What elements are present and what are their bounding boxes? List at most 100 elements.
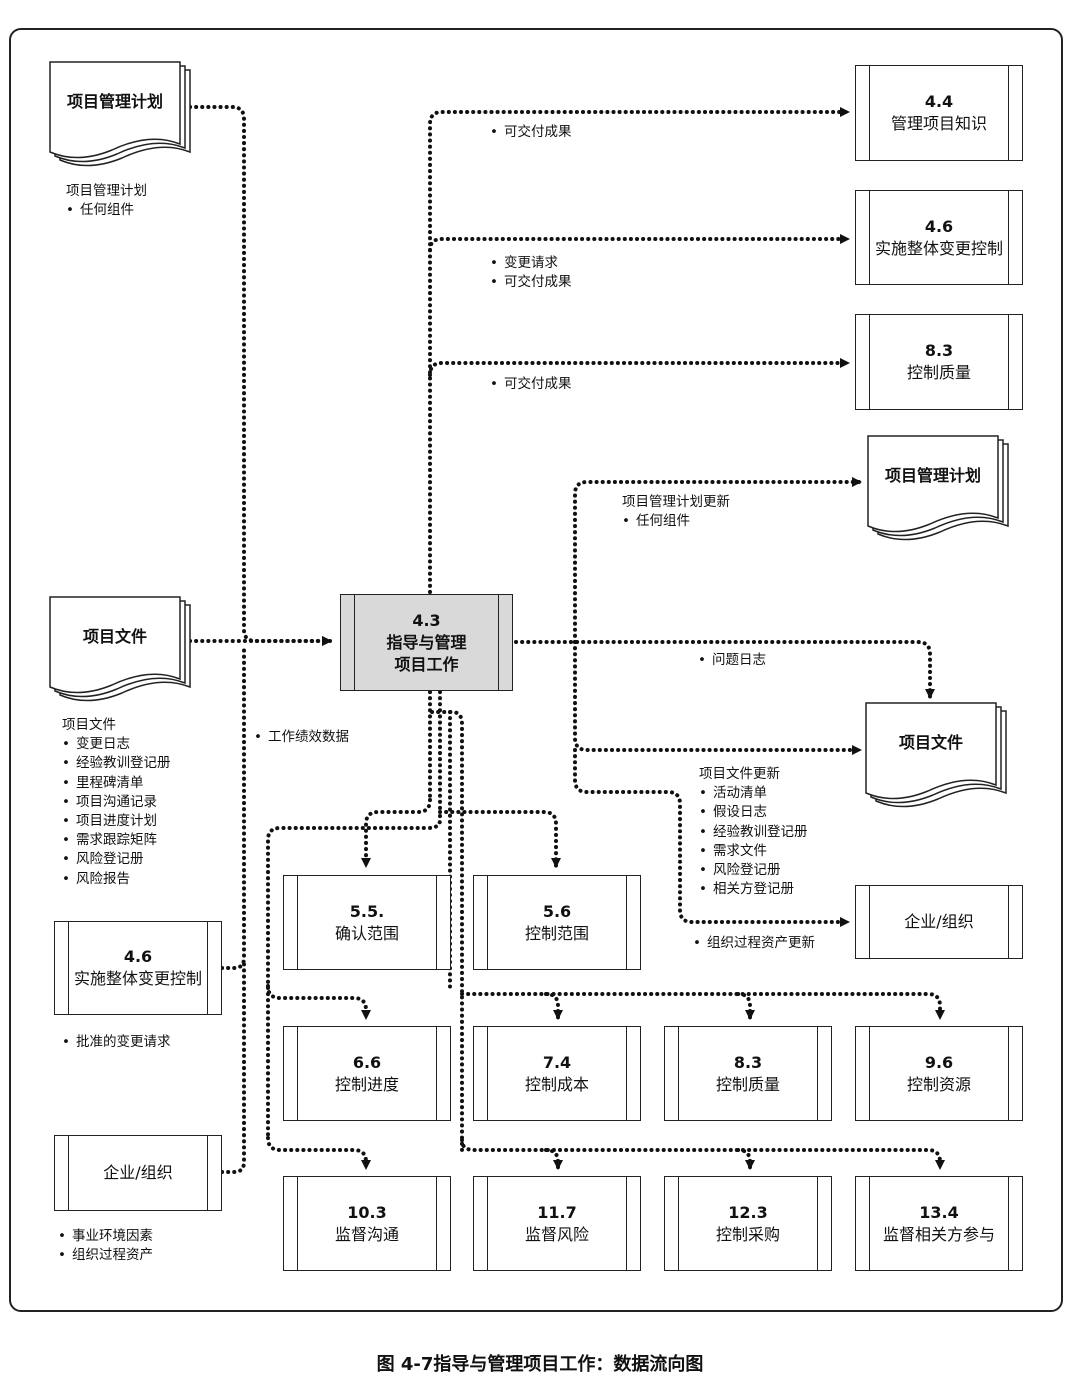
process-number: 5.6 xyxy=(542,901,572,921)
flow-to-kn xyxy=(428,107,850,594)
process-name: 控制质量 xyxy=(715,1074,780,1094)
label-item: 可交付成果 xyxy=(490,123,572,142)
flow-to-ent xyxy=(573,748,850,927)
flow-left-bus xyxy=(266,814,442,1142)
target-process-7-4: 7.4 控制成本 xyxy=(473,1026,641,1121)
label-item: 事业环境因素 xyxy=(58,1227,153,1246)
label-head: 项目文件更新 xyxy=(699,766,780,782)
label-item: 需求文件 xyxy=(699,842,808,861)
doc-title: 项目管理计划 xyxy=(884,465,981,485)
label-pmp-output: 项目管理计划更新 任何组件 xyxy=(622,493,730,531)
process-number: 8.3 xyxy=(924,341,954,360)
label-cq-output: 可交付成果 xyxy=(490,375,572,394)
flow-ent-in xyxy=(220,958,246,1174)
flow-to-11-7 xyxy=(544,1148,563,1170)
flow-to-pmp-doc xyxy=(573,477,862,644)
label-icc-input: 批准的变更请求 xyxy=(62,1033,171,1052)
process-number: 5.5. xyxy=(349,901,385,921)
flow-to-12-3 xyxy=(736,1148,755,1170)
process-name: 控制进度 xyxy=(334,1074,399,1094)
label-item: 项目沟通记录 xyxy=(62,793,171,812)
target-process-6-6: 6.6 控制进度 xyxy=(283,1026,451,1121)
label-item: 变更日志 xyxy=(62,735,171,754)
document-stack-icon xyxy=(867,435,1009,541)
process-name: 控制采购 xyxy=(715,1224,780,1244)
target-process-9-6: 9.6 控制资源 xyxy=(855,1026,1023,1121)
process-name: 实施整体变更控制 xyxy=(874,238,1003,258)
process-name: 控制范围 xyxy=(524,923,589,943)
target-process-8-3: 8.3 控制质量 xyxy=(664,1026,832,1121)
label-item: 组织过程资产 xyxy=(58,1246,153,1265)
doc-title: 项目管理计划 xyxy=(66,91,163,111)
target-process-11-7: 11.7 监督风险 xyxy=(473,1176,641,1271)
document-stack-icon xyxy=(49,596,191,702)
doc-title: 项目文件 xyxy=(898,732,963,752)
process-name: 确认范围 xyxy=(334,923,399,943)
label-item: 可交付成果 xyxy=(490,273,572,292)
flow-to-7-4 xyxy=(544,992,563,1020)
process-name: 管理项目知识 xyxy=(890,114,987,133)
input-pd-document: 项目文件 xyxy=(49,596,191,702)
process-number: 4.3 xyxy=(412,610,441,630)
label-item: 风险报告 xyxy=(62,870,171,889)
label-wpd: 工作绩效数据 xyxy=(254,728,349,747)
flow-icc-in xyxy=(220,648,246,970)
output-pmp-document: 项目管理计划 xyxy=(867,435,1009,541)
process-name: 监督相关方参与 xyxy=(882,1224,995,1244)
flow-bus-d xyxy=(430,710,464,1152)
label-pd-output: 项目文件更新 活动清单 假设日志 经验教训登记册 需求文件 风险登记册 相关方登… xyxy=(699,765,808,899)
flow-pmp-to-center xyxy=(188,105,332,646)
label-item: 假设日志 xyxy=(699,803,808,822)
target-process-10-3: 10.3 监督沟通 xyxy=(283,1176,451,1271)
flow-to-10-3 xyxy=(266,1136,371,1170)
flow-to-cq xyxy=(428,358,850,377)
process-number: 4.6 xyxy=(924,216,954,236)
label-item: 经验教训登记册 xyxy=(699,823,808,842)
process-number: 9.6 xyxy=(924,1052,954,1072)
flow-to-6-6 xyxy=(266,984,371,1020)
label-item: 可交付成果 xyxy=(490,375,572,394)
output-cq-process: 8.3 控制质量 xyxy=(855,314,1023,410)
label-item: 问题日志 xyxy=(698,651,766,670)
process-number: 11.7 xyxy=(537,1202,577,1222)
label-item: 相关方登记册 xyxy=(699,880,808,899)
input-enterprise: 企业/组织 xyxy=(54,1135,222,1211)
label-ent-input: 事业环境因素 组织过程资产 xyxy=(58,1227,153,1265)
document-stack-icon xyxy=(49,61,191,167)
label-item: 任何组件 xyxy=(66,201,147,220)
label-item: 批准的变更请求 xyxy=(62,1033,171,1052)
process-name: 控制质量 xyxy=(906,363,971,382)
label-item: 组织过程资产更新 xyxy=(693,934,815,953)
figure-caption: 图 4-7指导与管理项目工作：数据流向图 xyxy=(376,1354,704,1375)
label-icc-output: 变更请求 可交付成果 xyxy=(490,254,572,292)
label-item: 变更请求 xyxy=(490,254,572,273)
process-number: 4.6 xyxy=(123,947,153,966)
process-name: 控制资源 xyxy=(906,1074,971,1094)
label-item: 活动清单 xyxy=(699,784,808,803)
target-process-5-6: 5.6 控制范围 xyxy=(473,875,641,970)
flow-to-icc xyxy=(428,234,850,252)
output-kn-process: 4.4 管理项目知识 xyxy=(855,65,1023,161)
input-pmp-document: 项目管理计划 xyxy=(49,61,191,167)
process-number: 6.6 xyxy=(352,1052,382,1072)
label-item: 经验教训登记册 xyxy=(62,754,171,773)
target-process-12-3: 12.3 控制采购 xyxy=(664,1176,832,1271)
process-number: 4.4 xyxy=(924,92,954,111)
output-pd-document: 项目文件 xyxy=(865,702,1007,808)
input-icc-process: 4.6 实施整体变更控制 xyxy=(54,921,222,1015)
enterprise-name: 企业/组织 xyxy=(103,1163,173,1182)
label-pmp-input: 项目管理计划 任何组件 xyxy=(66,182,147,220)
process-name: 监督风险 xyxy=(524,1224,589,1244)
output-icc-process: 4.6 实施整体变更控制 xyxy=(855,190,1023,285)
label-ent-output: 组织过程资产更新 xyxy=(693,934,815,953)
output-enterprise: 企业/组织 xyxy=(855,885,1023,959)
label-issue-log: 问题日志 xyxy=(698,651,766,670)
process-name: 控制成本 xyxy=(524,1074,589,1094)
flow-to-5-6 xyxy=(438,810,561,868)
label-item: 工作绩效数据 xyxy=(254,728,349,747)
flow-to-pd-doc xyxy=(573,640,862,755)
process-name-line2: 项目工作 xyxy=(394,654,459,674)
target-process-13-4: 13.4 监督相关方参与 xyxy=(855,1176,1023,1271)
label-kn-output: 可交付成果 xyxy=(490,123,572,142)
